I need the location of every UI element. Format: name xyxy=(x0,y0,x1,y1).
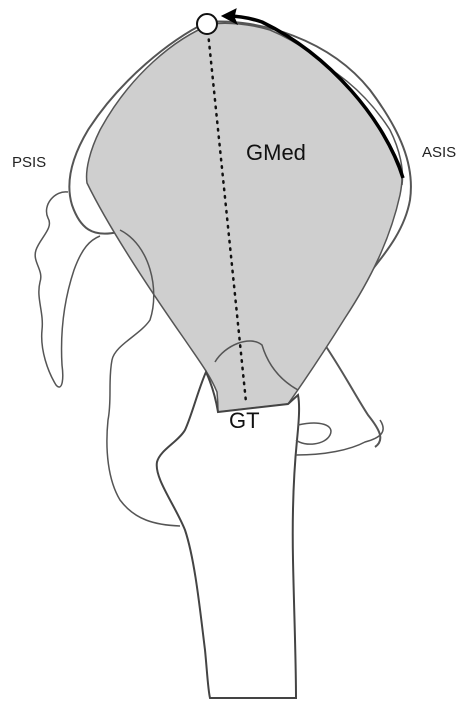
label-gt: GT xyxy=(229,408,260,433)
femur xyxy=(157,372,299,698)
gluteus-medius-muscle xyxy=(87,23,402,412)
label-psis: PSIS xyxy=(12,154,46,171)
pubic-ramus xyxy=(296,420,383,455)
label-asis: ASIS xyxy=(422,144,456,161)
acetabular-rim xyxy=(296,423,331,444)
origin-point xyxy=(197,14,217,34)
sacrum-outline xyxy=(35,192,100,387)
label-gmed: GMed xyxy=(246,140,306,165)
